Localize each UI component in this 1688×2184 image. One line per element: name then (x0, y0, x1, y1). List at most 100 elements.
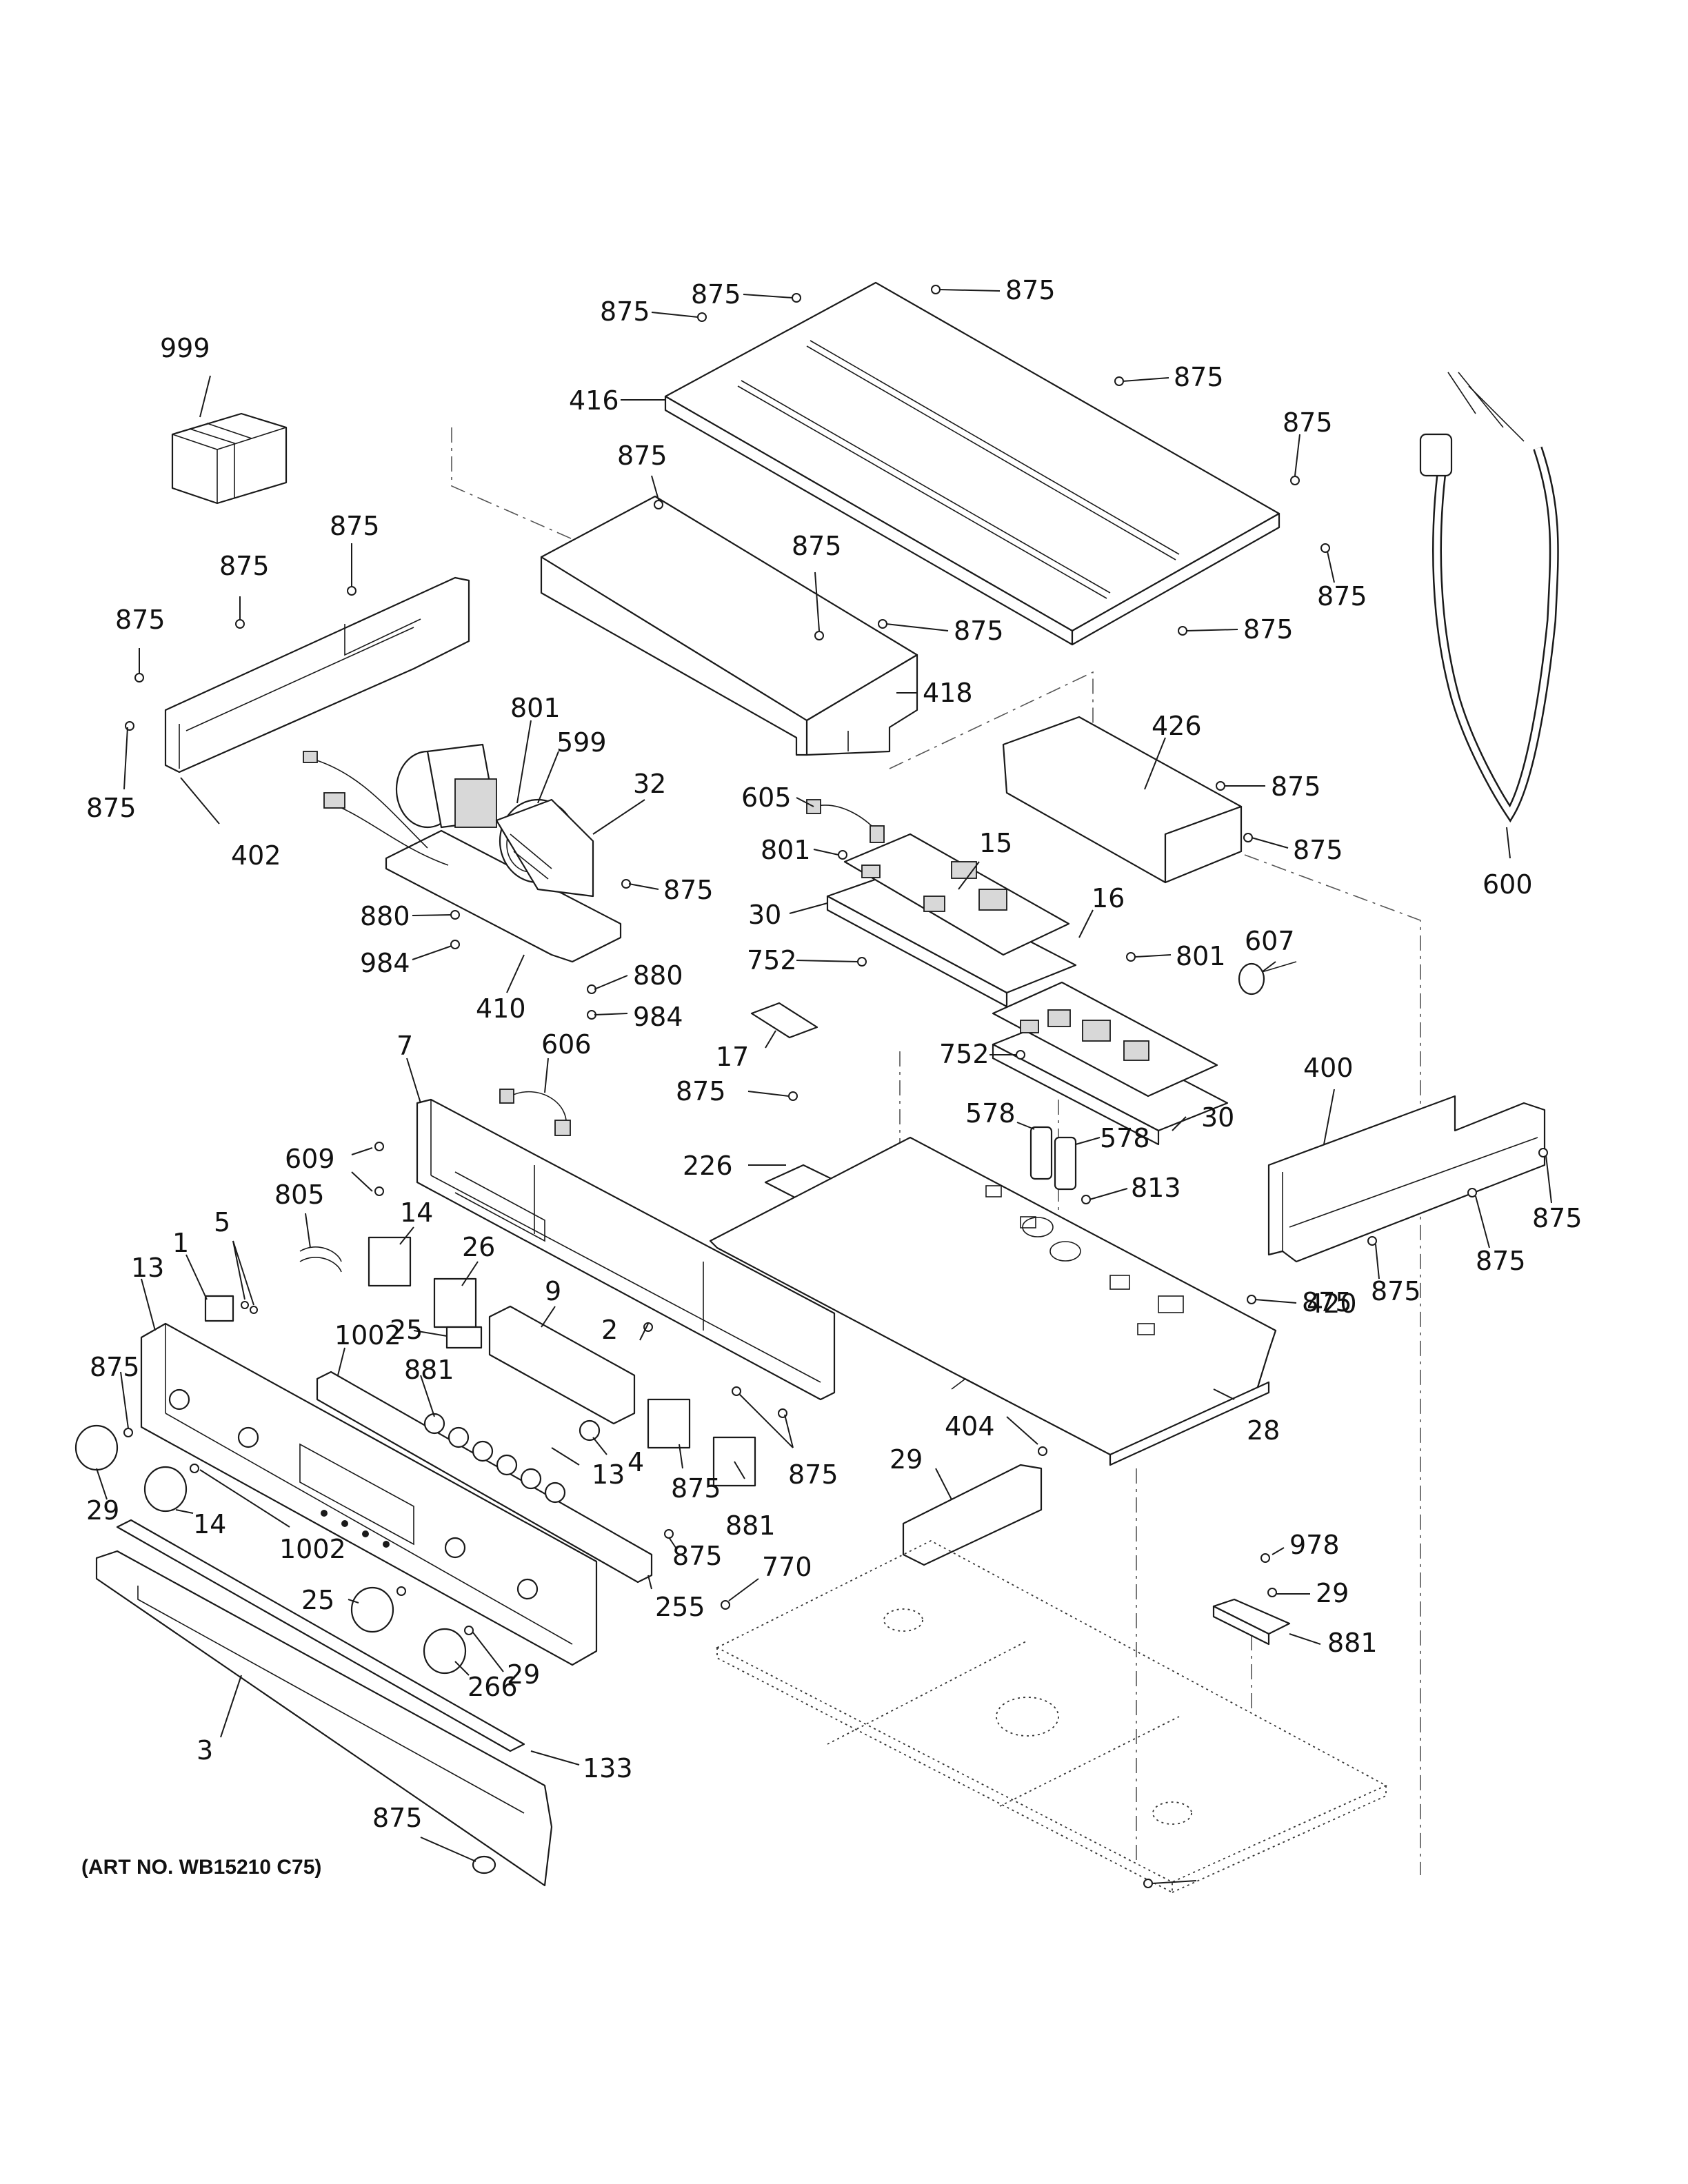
callout-400: 400 (1303, 1053, 1354, 1083)
part-404-bracket (902, 1464, 1043, 1566)
callout-978: 29 (1316, 1578, 1349, 1608)
part-25-strip (316, 1371, 653, 1584)
part-418-shield (540, 495, 918, 756)
callout-875: 609 (285, 1144, 335, 1174)
callout-133: 875 (372, 1803, 423, 1833)
part-400-bracket (1267, 1095, 1546, 1263)
part-1-control-panel (140, 1322, 598, 1666)
callout-609: 805 (274, 1180, 325, 1210)
callout-25: 1002 (334, 1320, 401, 1351)
callout-875: 875 (330, 511, 380, 541)
callout-605: 605 (741, 782, 792, 813)
callout-7: 7 (396, 1031, 413, 1061)
callout-17: 17 (716, 1042, 749, 1072)
part-32-blower-motor (395, 743, 594, 898)
art-number: (ART NO. WB15210 C75) (81, 1856, 321, 1879)
callout-29: 25 (301, 1585, 334, 1615)
callout-999: 999 (160, 333, 210, 363)
callout-266: 3 (197, 1735, 213, 1766)
callout-255: 881 (1327, 1628, 1378, 1658)
callout-875: 420 (1307, 1288, 1357, 1319)
callout-1: 13 (131, 1253, 164, 1283)
callout-410: 410 (476, 993, 526, 1024)
callout-875: 875 (115, 605, 165, 635)
callout-875: 404 (945, 1411, 995, 1442)
part-606-harness (499, 1089, 571, 1136)
callout-880: 880 (633, 960, 683, 991)
callout-578: 578 (965, 1098, 1016, 1129)
callout-599: 599 (556, 727, 607, 758)
callout-752: 752 (939, 1039, 989, 1069)
callout-426: 426 (1152, 711, 1202, 741)
callout-875: 875 (219, 551, 270, 581)
callout-881: 29 (507, 1659, 540, 1690)
callout-875: 875 (617, 441, 667, 471)
callout-875: 875 (954, 616, 1004, 646)
callout-13: 875 (671, 1473, 721, 1504)
part-133-plug (472, 1855, 496, 1874)
callout-578: 578 (1100, 1123, 1150, 1153)
callout-1002: 2 (601, 1315, 618, 1345)
part-999-box (171, 375, 288, 505)
callout-875: 875 (1302, 1287, 1352, 1317)
callout-801: 801 (510, 693, 561, 723)
callout-416: 416 (569, 385, 619, 416)
callout-875: 875 (663, 875, 714, 905)
callout-881: 875 (90, 1352, 140, 1382)
callout-881: 1002 (279, 1534, 346, 1564)
callout-875: 875 (1476, 1246, 1526, 1276)
callout-14: 881 (725, 1510, 776, 1541)
callout-875: 875 (600, 296, 650, 327)
callout-5: 1 (172, 1228, 189, 1258)
callout-13: 14 (400, 1197, 433, 1228)
part-26-display-board (488, 1305, 636, 1425)
callout-875: 875 (788, 1459, 838, 1490)
callout-875: 875 (1271, 771, 1321, 802)
callout-875: 875 (1174, 362, 1224, 392)
callout-801: 801 (761, 835, 811, 865)
part-16-control-board (992, 981, 1218, 1098)
callout-607: 607 (1245, 926, 1295, 956)
part-416-top-cover (664, 281, 1280, 646)
callout-15: 15 (979, 828, 1012, 858)
callout-984: 984 (360, 948, 410, 978)
callout-875: 875 (1532, 1203, 1582, 1233)
callout-16: 16 (1092, 883, 1125, 913)
callout-875: 875 (86, 793, 137, 823)
callout-875: 875 (691, 279, 741, 310)
part-30-tray-upper (826, 871, 1077, 1008)
callout-606: 606 (541, 1029, 592, 1060)
callout-420: 28 (1247, 1415, 1280, 1446)
part-28-part (579, 1419, 601, 1442)
callout-14: 26 (462, 1232, 495, 1262)
callout-28: 4 (627, 1447, 644, 1477)
callout-3: 133 (583, 1753, 633, 1783)
callout-875: 875 (1293, 835, 1343, 865)
blower-wiring (303, 751, 449, 866)
part-2-knob-switches (423, 1413, 566, 1504)
callout-875: 875 (792, 531, 842, 561)
callout-875: 875 (1371, 1276, 1421, 1306)
callout-752: 752 (747, 945, 797, 975)
part-7-frame (416, 1098, 836, 1401)
callout-2: 881 (404, 1355, 454, 1385)
callout-25: 255 (655, 1592, 705, 1622)
part-605-harness (806, 799, 885, 843)
part-14-board (433, 1277, 756, 1487)
leader-lines (96, 289, 1552, 1884)
part-578-capacitors (1029, 1126, 1077, 1191)
callout-875: 770 (762, 1552, 812, 1582)
callout-29: 266 (468, 1672, 518, 1702)
part-426-bracket (1002, 716, 1243, 884)
callout-1002: 875 (672, 1541, 723, 1571)
callout-4: 13 (592, 1459, 625, 1490)
callout-30: 30 (748, 900, 781, 930)
part-17-board (750, 1002, 818, 1039)
callout-600: 600 (1483, 869, 1533, 900)
part-600-power-cord (1419, 372, 1559, 823)
callout-880: 880 (360, 901, 410, 931)
callout-9: 25 (390, 1315, 423, 1345)
part-3-strip (116, 1519, 525, 1752)
callout-875: 875 (1005, 275, 1056, 305)
